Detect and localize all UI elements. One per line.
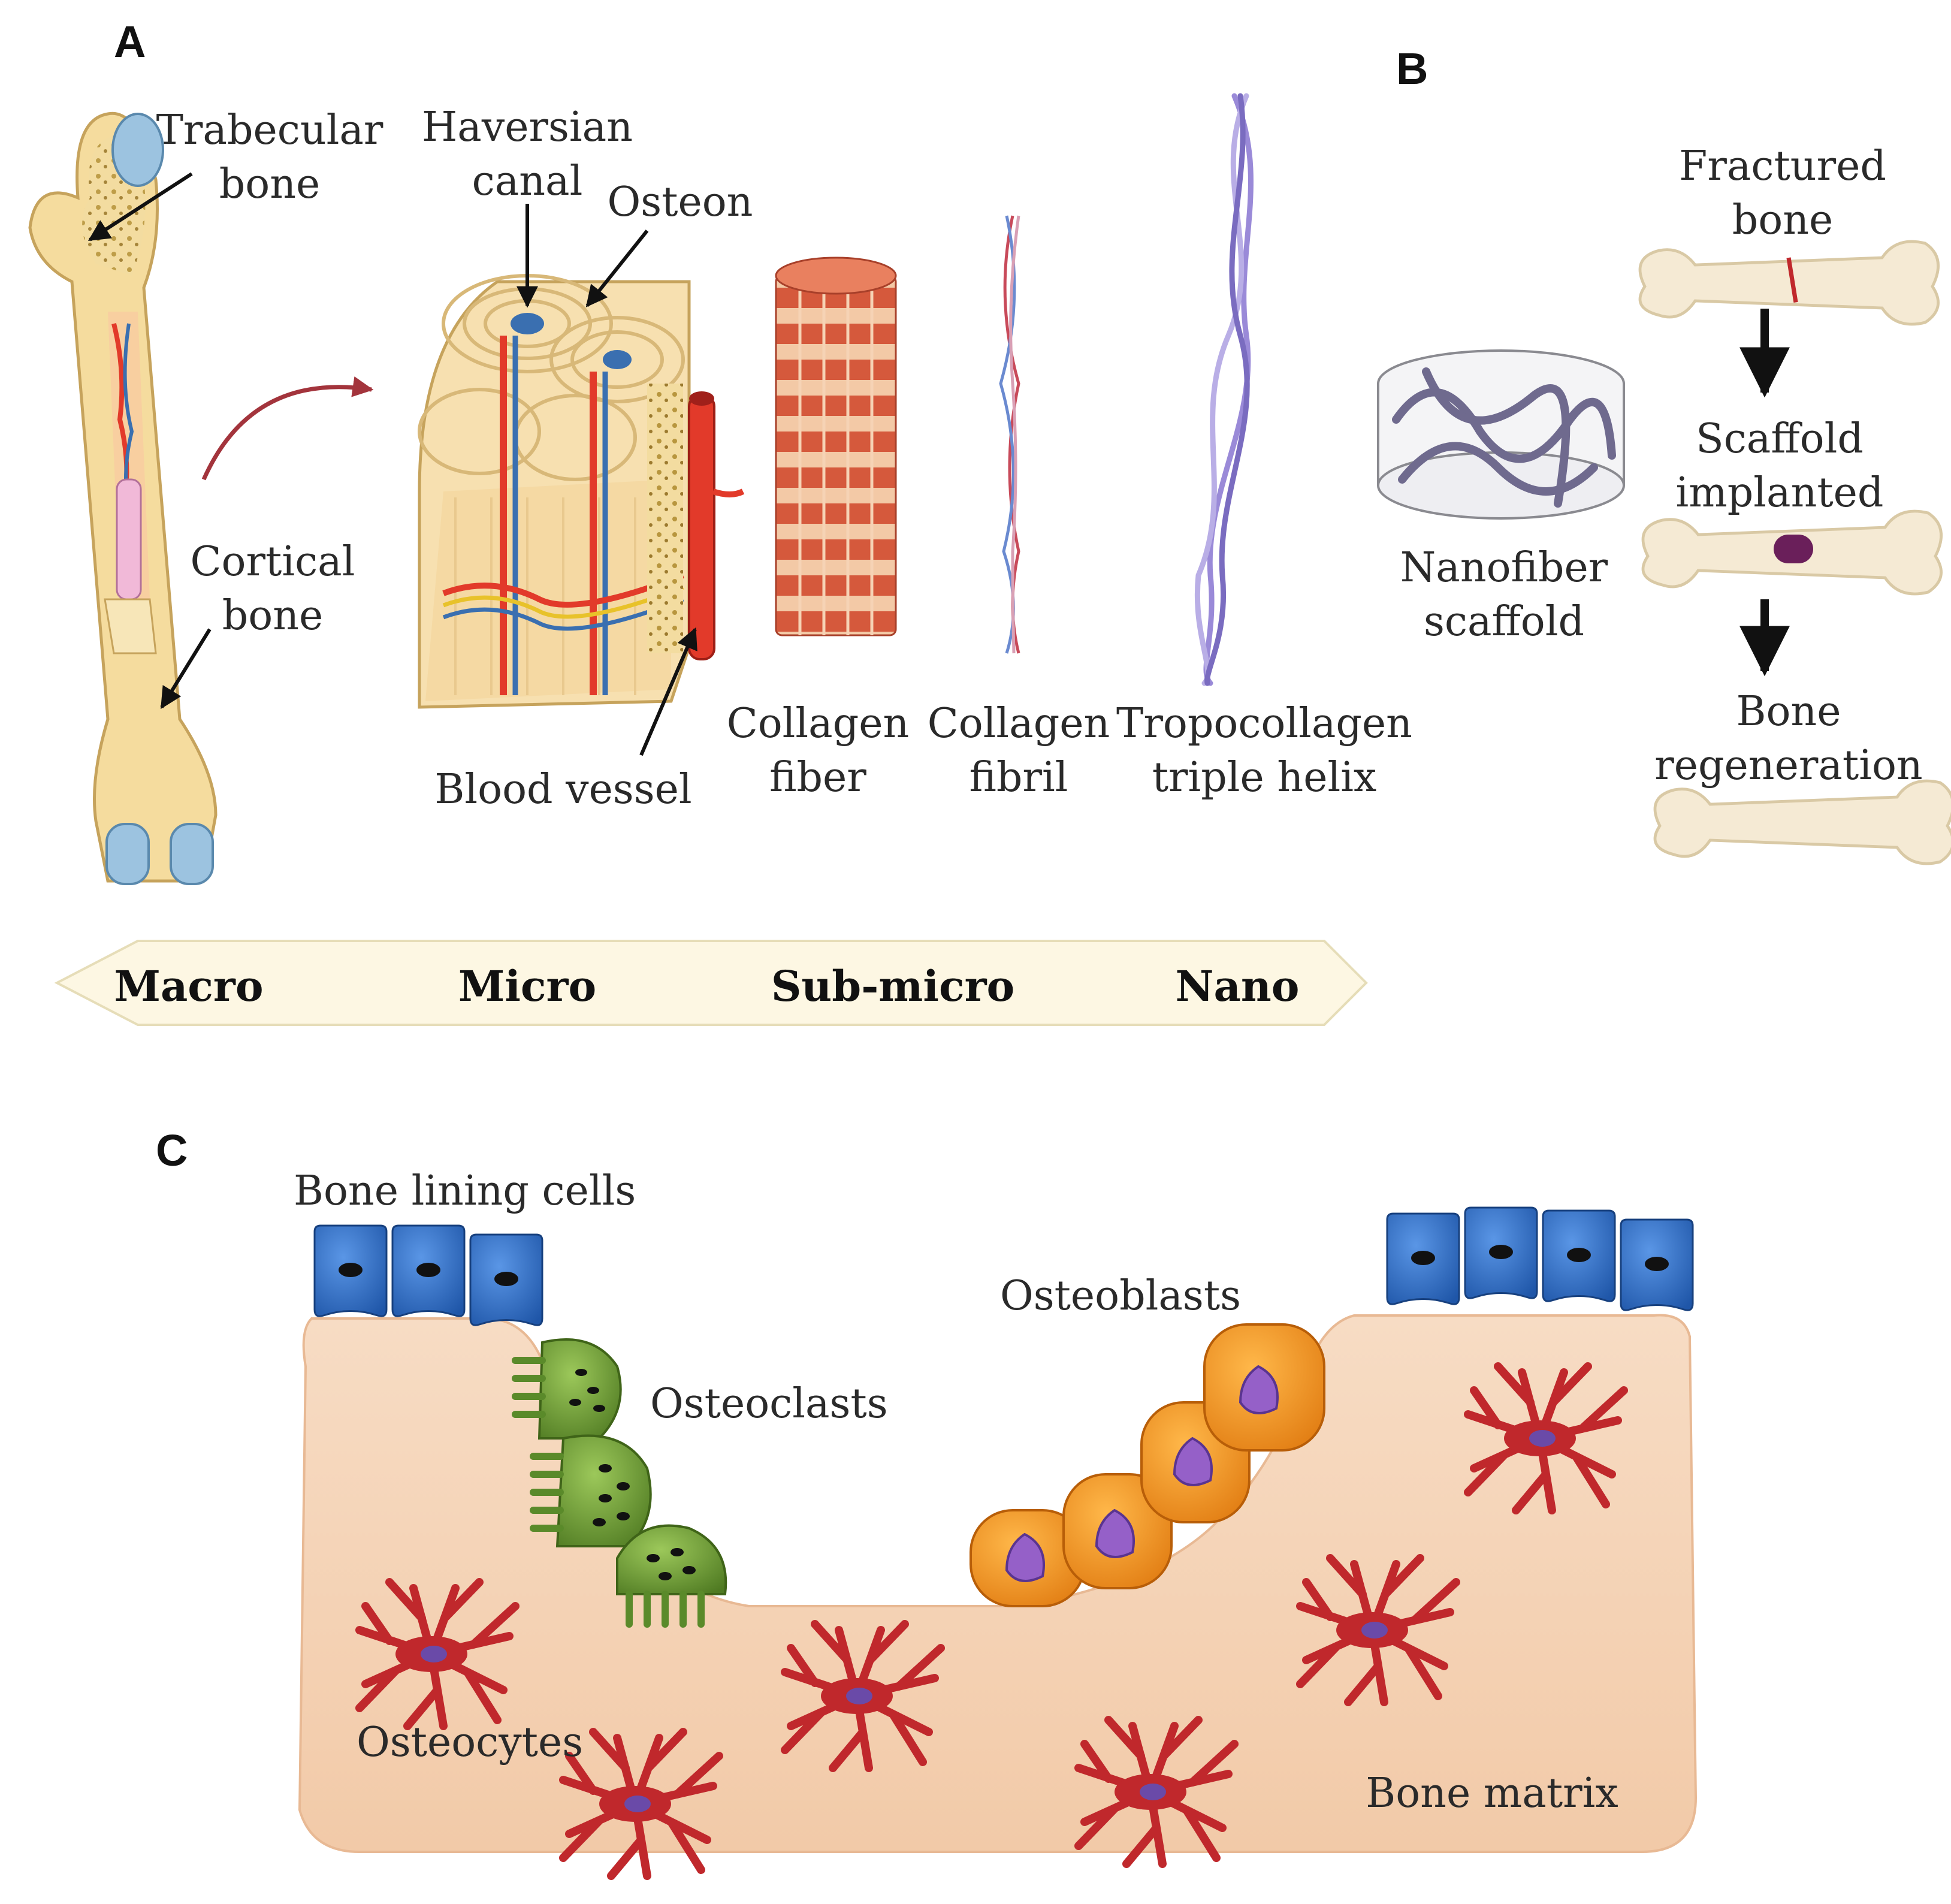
arrow-blood-vessel [639, 627, 697, 756]
label-fractured-1: Fractured [1679, 143, 1886, 190]
lining-cells-right [1386, 1206, 1694, 1311]
osteoblasts [970, 1323, 1325, 1607]
label-collagen-fiber-2: fiber [769, 754, 866, 801]
label-regeneration-1: Bone [1736, 688, 1841, 735]
label-trabecular-2: bone [219, 161, 321, 208]
label-tropocollagen-1: Tropocollagen [1116, 700, 1412, 747]
regenerated-bone [1655, 781, 1951, 864]
lining-cells-left [313, 1224, 543, 1326]
collagen-fiber [775, 257, 897, 636]
scale-sub-micro: Sub-micro [771, 961, 1014, 1011]
scale-micro: Micro [458, 961, 596, 1011]
label-blood-vessel: Blood vessel [434, 766, 691, 813]
label-osteocytes: Osteocytes [357, 1719, 583, 1766]
femur-illustration [28, 111, 218, 885]
label-fractured-2: bone [1732, 197, 1834, 244]
label-osteoblasts: Osteoblasts [1000, 1272, 1241, 1320]
label-implanted-2: implanted [1676, 469, 1884, 517]
label-collagen-fibril-2: fibril [970, 754, 1068, 801]
label-haversian-2: canal [472, 158, 583, 205]
label-implanted-1: Scaffold [1696, 415, 1864, 463]
fractured-bone [1640, 242, 1938, 324]
label-nanofiber-2: scaffold [1424, 598, 1584, 645]
label-trabecular-1: Trabecular [156, 107, 383, 154]
label-regeneration-2: regeneration [1654, 742, 1922, 789]
arrow-cortical [160, 628, 212, 710]
label-collagen-fiber-1: Collagen [727, 700, 910, 747]
scale-bar [54, 940, 1368, 1026]
label-cortical-2: bone [222, 592, 324, 639]
tropocollagen-helix [1194, 93, 1254, 686]
panel-label-a: A [114, 17, 146, 67]
scale-macro: Macro [114, 961, 263, 1011]
label-nanofiber-1: Nanofiber [1400, 544, 1608, 592]
label-bone-matrix: Bone matrix [1366, 1770, 1618, 1817]
zoom-arrow [201, 376, 374, 481]
panel-label-c: C [156, 1125, 188, 1175]
implanted-bone [1643, 511, 1941, 594]
label-tropocollagen-2: triple helix [1152, 754, 1377, 801]
label-bone-lining-cells: Bone lining cells [294, 1167, 636, 1215]
label-osteoclasts: Osteoclasts [650, 1380, 888, 1428]
label-haversian-1: Haversian [422, 104, 633, 151]
arrow-trabecular [87, 172, 193, 242]
nanofiber-scaffold [1377, 349, 1625, 520]
osteoclasts [512, 1338, 727, 1628]
label-collagen-fibril-1: Collagen [928, 700, 1110, 747]
scale-nano: Nano [1176, 961, 1300, 1011]
collagen-fibril [999, 215, 1020, 654]
arrow-osteon [585, 230, 649, 307]
panel-label-b: B [1396, 44, 1428, 93]
osteon-block [418, 274, 745, 709]
label-osteon: Osteon [608, 179, 753, 226]
label-cortical-1: Cortical [191, 538, 355, 586]
